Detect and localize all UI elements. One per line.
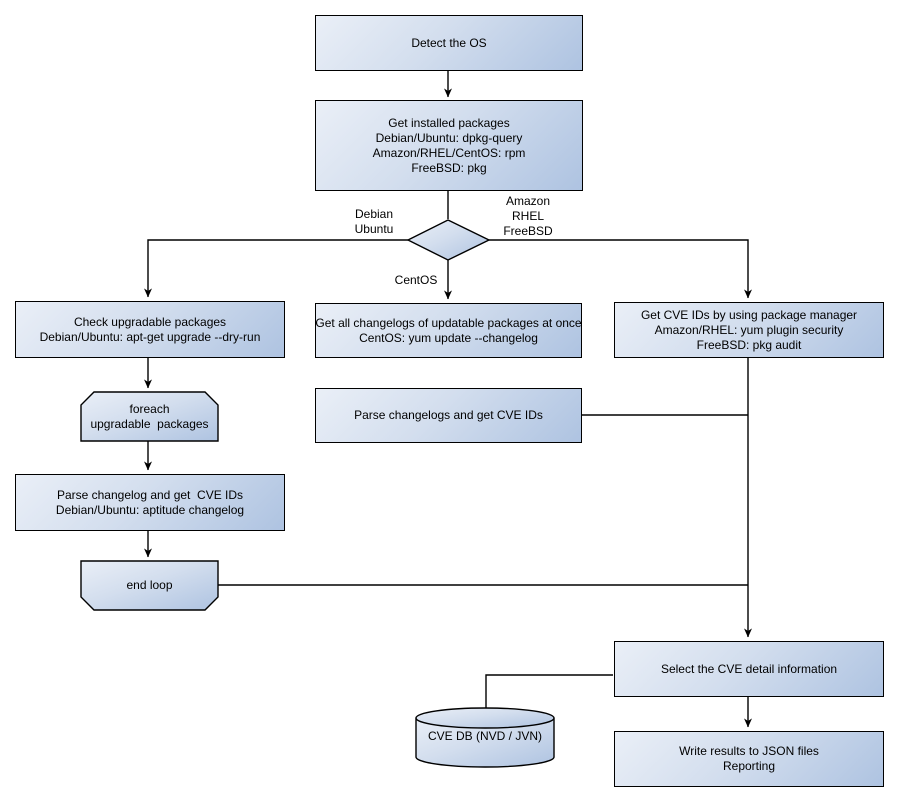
- decision-diamond: [406, 219, 491, 261]
- node-write-results-label: Write results to JSON files Reporting: [679, 744, 819, 773]
- edge-diamond-right-branch: [489, 239, 752, 299]
- edge-diamond-left-branch: [144, 239, 408, 298]
- node-select-cve-detail: Select the CVE detail information: [614, 641, 884, 697]
- node-select-cve-detail-label: Select the CVE detail information: [660, 661, 838, 676]
- node-parse-changelog-debian: Parse changelog and get CVE IDs Debian/U…: [15, 474, 285, 531]
- node-get-cve-ids-pkg-manager: Get CVE IDs by using package manager Ama…: [614, 302, 884, 358]
- node-get-cve-ids-pkg-manager-label: Get CVE IDs by using package manager Ama…: [640, 307, 858, 352]
- node-detect-os: Detect the OS: [315, 15, 583, 71]
- edge-label-centos: CentOS: [394, 273, 438, 287]
- foreach-loop-shape: [80, 391, 219, 442]
- node-get-installed-packages-label: Get installed packages Debian/Ubuntu: dp…: [372, 115, 526, 175]
- node-get-installed-packages: Get installed packages Debian/Ubuntu: dp…: [315, 100, 583, 191]
- end-loop-label: end loop: [126, 578, 173, 592]
- foreach-loop-label: foreach upgradable packages: [90, 401, 209, 431]
- node-detect-os-label: Detect the OS: [411, 35, 487, 50]
- cve-db-label: CVE DB (NVD / JVN): [427, 728, 542, 743]
- end-loop-shape: [80, 560, 219, 611]
- node-parse-changelogs-centos: Parse changelogs and get CVE IDs: [315, 388, 582, 443]
- edge-label-debian-ubuntu: Debian Ubuntu: [354, 207, 394, 236]
- node-check-upgradable: Check upgradable packages Debian/Ubuntu:…: [15, 301, 285, 358]
- node-get-all-changelogs: Get all changelogs of updatable packages…: [315, 303, 582, 358]
- foreach-loop-label-box: foreach upgradable packages: [81, 392, 218, 441]
- node-parse-changelogs-centos-label: Parse changelogs and get CVE IDs: [354, 408, 543, 422]
- edge-label-amazon-rhel-freebsd: Amazon RHEL FreeBSD: [503, 194, 553, 238]
- cve-db-cylinder: [415, 707, 555, 768]
- node-get-all-changelogs-label: Get all changelogs of updatable packages…: [315, 315, 582, 345]
- node-check-upgradable-label: Check upgradable packages Debian/Ubuntu:…: [39, 314, 261, 344]
- node-write-results: Write results to JSON files Reporting: [614, 731, 884, 787]
- cve-db-label-box: CVE DB (NVD / JVN): [416, 714, 554, 758]
- end-loop-label-box: end loop: [81, 561, 218, 610]
- node-parse-changelog-debian-label: Parse changelog and get CVE IDs Debian/U…: [55, 487, 245, 517]
- edge-cvedb-to-select: [485, 674, 613, 708]
